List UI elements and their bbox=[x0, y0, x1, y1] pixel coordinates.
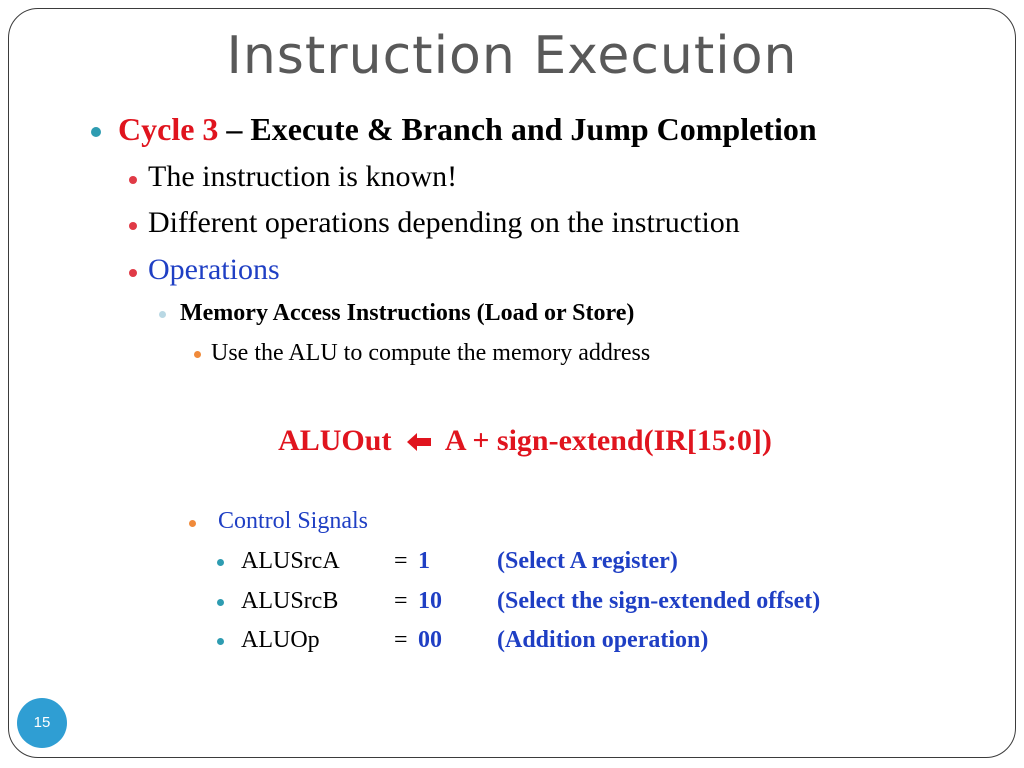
signal-value: 10 bbox=[418, 588, 442, 614]
bullet-icon bbox=[159, 311, 166, 318]
page-number-badge: 15 bbox=[17, 698, 67, 748]
signal-name: ALUSrcA bbox=[241, 548, 340, 574]
slide-title: Instruction Execution bbox=[226, 26, 798, 86]
bullet-icon bbox=[129, 269, 137, 277]
signal-note: (Select A register) bbox=[497, 548, 678, 574]
signal-name: ALUOp bbox=[241, 627, 320, 653]
bullet-icon bbox=[189, 520, 196, 527]
aluout-equation: ALUOut A + sign-extend(IR[15:0]) bbox=[0, 424, 1024, 458]
cycle-description: – Execute & Branch and Jump Completion bbox=[226, 111, 817, 147]
slide-frame bbox=[8, 8, 1016, 758]
bullet-icon bbox=[217, 599, 224, 606]
equation-lhs: ALUOut bbox=[278, 424, 392, 457]
bullet-icon bbox=[91, 127, 101, 137]
bullet-icon bbox=[129, 222, 137, 230]
signal-note: (Addition operation) bbox=[497, 627, 709, 653]
point-different-operations: Different operations depending on the in… bbox=[148, 206, 740, 239]
signal-equals: = bbox=[394, 627, 408, 653]
operations-label: Operations bbox=[148, 253, 280, 286]
signal-name: ALUSrcB bbox=[241, 588, 339, 614]
left-arrow-icon bbox=[406, 433, 431, 451]
memory-access-detail: Use the ALU to compute the memory addres… bbox=[211, 340, 651, 366]
cycle-label: Cycle 3 bbox=[118, 111, 219, 147]
signal-equals: = bbox=[394, 548, 408, 574]
point-instruction-known: The instruction is known! bbox=[148, 160, 458, 193]
bullet-icon bbox=[217, 559, 224, 566]
signal-note: (Select the sign-extended offset) bbox=[497, 588, 821, 614]
control-signals-label: Control Signals bbox=[218, 508, 369, 534]
memory-access-heading: Memory Access Instructions (Load or Stor… bbox=[180, 300, 635, 326]
bullet-icon bbox=[194, 351, 201, 358]
bullet-icon bbox=[129, 176, 137, 184]
signal-value: 00 bbox=[418, 627, 442, 653]
signal-value: 1 bbox=[418, 548, 430, 574]
bullet-icon bbox=[217, 638, 224, 645]
signal-equals: = bbox=[394, 588, 408, 614]
equation-rhs: A + sign-extend(IR[15:0]) bbox=[444, 424, 772, 457]
cycle-heading: Cycle 3 – Execute & Branch and Jump Comp… bbox=[118, 111, 817, 148]
